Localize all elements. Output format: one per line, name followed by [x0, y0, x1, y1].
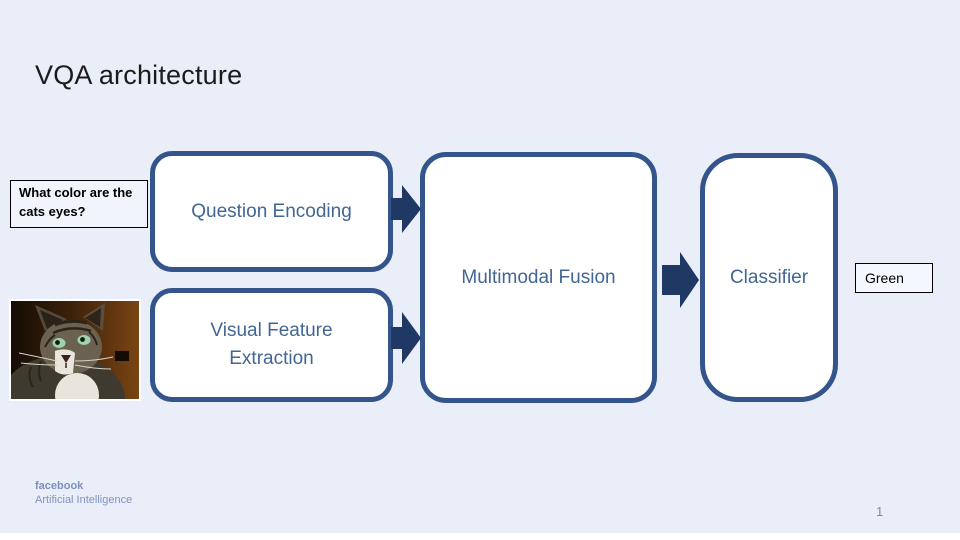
arrow-question-encoding-to-fusion-icon — [391, 185, 421, 233]
box-question-encoding: Question Encoding — [150, 151, 393, 272]
box-question-encoding-label: Question Encoding — [191, 200, 352, 222]
bottom-margin-strip — [0, 533, 960, 540]
box-visual-feature-extraction: Visual Feature Extraction — [150, 288, 393, 402]
cat-photo-illustration — [11, 301, 139, 399]
box-classifier-label: Classifier — [729, 266, 809, 288]
cat-photo — [9, 299, 141, 401]
box-classifier: Classifier — [700, 153, 838, 402]
arrow-fusion-to-classifier-icon — [662, 252, 699, 308]
answer-box: Green — [855, 263, 933, 293]
facebook-logo-text: facebook — [35, 480, 84, 492]
box-multimodal-fusion-label: Multimodal Fusion — [461, 266, 616, 288]
facebook-ai-logo: facebook Artificial Intelligence — [35, 480, 132, 508]
slide-title: VQA architecture — [35, 60, 243, 90]
box-multimodal-fusion: Multimodal Fusion — [420, 152, 657, 403]
facebook-ai-subtext: Artificial Intelligence — [35, 493, 133, 506]
page-number: 1 — [876, 504, 884, 519]
box-visual-feature-extraction-label: Visual Feature Extraction — [210, 319, 333, 370]
arrow-visual-feature-to-fusion-icon — [391, 312, 421, 364]
question-text-box: What color are the cats eyes? — [10, 180, 148, 228]
